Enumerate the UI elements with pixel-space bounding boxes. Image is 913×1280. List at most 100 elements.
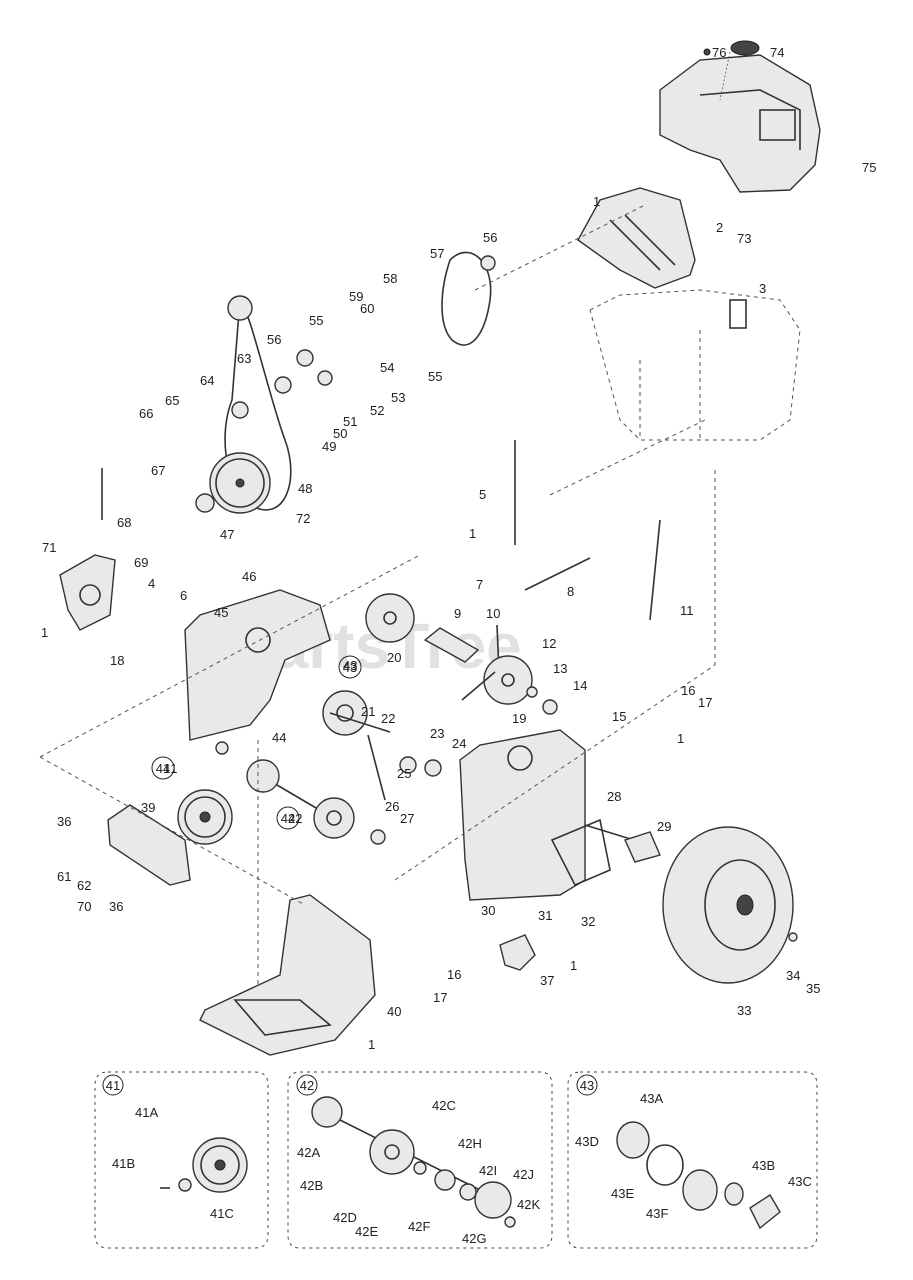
part-callout-label: 71: [42, 540, 56, 555]
part-callout-label: 15: [612, 709, 626, 724]
part-callout-label: 17: [433, 990, 447, 1005]
inset-43-label: 43A: [640, 1091, 663, 1106]
svg-text:43: 43: [343, 660, 357, 675]
inset-43-label: 43C: [788, 1174, 812, 1189]
part-callout-label: 67: [151, 463, 165, 478]
part-callout-label: 59: [349, 289, 363, 304]
part-callout-label: 55: [309, 313, 323, 328]
inset-42-label: 42B: [300, 1178, 323, 1193]
part-callout-label: 49: [322, 439, 336, 454]
part-callout-label: 53: [391, 390, 405, 405]
part-callout-label: 30: [481, 903, 495, 918]
part-callout-label: 46: [242, 569, 256, 584]
inset-41-badge: 41: [106, 1078, 120, 1093]
part-callout-label: 35: [806, 981, 820, 996]
inset-43-label: 43D: [575, 1134, 599, 1149]
part-callout-label: 13: [553, 661, 567, 676]
housing-ghost: [589, 289, 801, 441]
callout-41: 41: [151, 756, 175, 780]
part-callout-label: 73: [737, 231, 751, 246]
part-callout-label: 25: [397, 766, 411, 781]
part-callout-label: 48: [298, 481, 312, 496]
part-callout-label: 47: [220, 527, 234, 542]
part-callout-label: 66: [139, 406, 153, 421]
part-callout-label: 52: [370, 403, 384, 418]
part-callout-label: 1: [368, 1037, 375, 1052]
part-callout-label: 58: [383, 271, 397, 286]
part-callout-label: 69: [134, 555, 148, 570]
part-callout-label: 62: [77, 878, 91, 893]
part-callout-label: 16: [447, 967, 461, 982]
inset-41-label: 41B: [112, 1156, 135, 1171]
part-callout-label: 23: [430, 726, 444, 741]
part-callout-label: 14: [573, 678, 587, 693]
bottom-cover: [199, 894, 376, 1056]
part-callout-label: 19: [512, 711, 526, 726]
part-callout-label: 64: [200, 373, 214, 388]
inset-42-label: 42G: [462, 1231, 487, 1246]
part-callout-label: 21: [361, 704, 375, 719]
part-callout-label: 50: [333, 426, 347, 441]
part-callout-label: 7: [476, 577, 483, 592]
part-callout-label: 32: [581, 914, 595, 929]
part-callout-label: 1: [593, 194, 600, 209]
part-callout-label: 43: [343, 658, 357, 673]
inset-42-label: 42K: [517, 1197, 540, 1212]
part-callout-label: 3: [759, 281, 766, 296]
line-art: [39, 40, 821, 1056]
part-callout-label: 65: [165, 393, 179, 408]
part-callout-label: 68: [117, 515, 131, 530]
part-callout-label: 1: [469, 526, 476, 541]
callout-42: 42: [276, 806, 300, 830]
inset-41: 41 41A 41B 41C: [94, 1071, 269, 1249]
inset-43-label: 43B: [752, 1158, 775, 1173]
part-callout-label: 1: [677, 731, 684, 746]
belt-cover: [577, 187, 696, 289]
inset-42-badge: 42: [300, 1078, 314, 1093]
inset-42-label: 42F: [408, 1219, 430, 1234]
part-callout-label: 12: [542, 636, 556, 651]
part-callout-label: 72: [296, 511, 310, 526]
svg-text:41: 41: [156, 761, 170, 776]
part-callout-label: 31: [538, 908, 552, 923]
part-callout-label: 63: [237, 351, 251, 366]
part-callout-label: 10: [486, 606, 500, 621]
part-callout-label: 6: [180, 588, 187, 603]
part-callout-label: 76: [712, 45, 726, 60]
inset-42-label: 42E: [355, 1224, 378, 1239]
callout-43: 43: [338, 655, 362, 679]
part-callout-label: 44: [272, 730, 286, 745]
part-callout-label: 61: [57, 869, 71, 884]
part-callout-label: 45: [214, 605, 228, 620]
inset-42: 42 42C 42H 42A 42I 42J 42B 42K 42D 42E 4…: [287, 1071, 553, 1249]
part-callout-label: 28: [607, 789, 621, 804]
inset-42-label: 42A: [297, 1145, 320, 1160]
part-callout-label: 37: [540, 973, 554, 988]
drive-wheel: [662, 826, 794, 984]
part-callout-label: 26: [385, 799, 399, 814]
part-callout-label: 27: [400, 811, 414, 826]
inset-43: 43 43A 43D 43E 43B 43C 43F: [567, 1071, 818, 1249]
right-frame: [459, 729, 586, 901]
part-callout-label: 4: [148, 576, 155, 591]
svg-text:42: 42: [281, 811, 295, 826]
part-callout-label: 54: [380, 360, 394, 375]
part-callout-label: 17: [698, 695, 712, 710]
part-callout-label: 74: [770, 45, 784, 60]
inset-42-label: 42I: [479, 1163, 497, 1178]
inset-43-label: 43E: [611, 1186, 634, 1201]
part-callout-label: 56: [267, 332, 281, 347]
part-callout-label: 2: [716, 220, 723, 235]
part-callout-label: 29: [657, 819, 671, 834]
part-callout-label: 57: [430, 246, 444, 261]
part-callout-label: 8: [567, 584, 574, 599]
part-callout-label: 1: [41, 625, 48, 640]
part-callout-label: 55: [428, 369, 442, 384]
part-callout-label: 39: [141, 800, 155, 815]
drive-belt-57: [441, 251, 492, 346]
inset-41-label: 41A: [135, 1105, 158, 1120]
part-callout-label: 36: [57, 814, 71, 829]
engine-drawing: [659, 40, 821, 193]
part-callout-label: 51: [343, 414, 357, 429]
